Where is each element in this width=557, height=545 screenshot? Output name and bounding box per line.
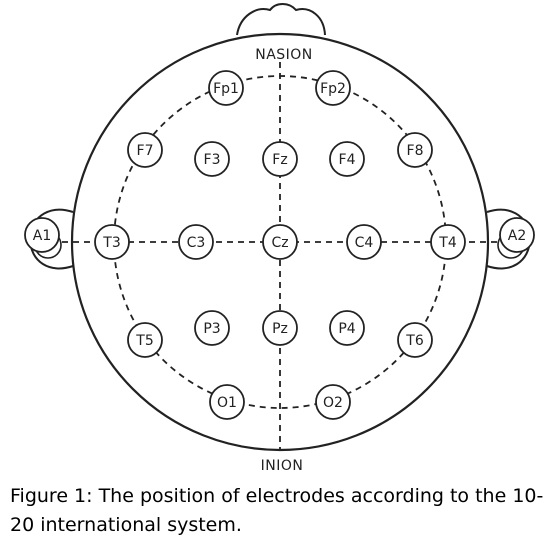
- electrode-t4: T4: [430, 224, 466, 260]
- electrode-fz: Fz: [262, 141, 298, 177]
- electrode-t5: T5: [127, 322, 163, 358]
- electrode-circle: [127, 322, 163, 358]
- electrode-circle: [24, 217, 60, 253]
- electrode-label: P3: [203, 321, 220, 337]
- electrode-fp1: Fp1: [208, 70, 244, 106]
- nasion-label: NASION: [255, 47, 313, 63]
- electrode-circle: [262, 224, 298, 260]
- electrode-o2: O2: [315, 384, 351, 420]
- electrode-circle: [262, 310, 298, 346]
- electrode-label: Fz: [272, 152, 287, 168]
- inion-label: INION: [261, 458, 304, 474]
- electrode-label: Fp2: [320, 81, 346, 97]
- electrode-label: T5: [135, 333, 153, 349]
- electrode-t6: T6: [397, 322, 433, 358]
- electrode-circle: [127, 132, 163, 168]
- electrode-circle: [194, 141, 230, 177]
- electrode-p3: P3: [194, 310, 230, 346]
- electrode-circle: [329, 310, 365, 346]
- electrode-circle: [208, 70, 244, 106]
- electrode-label: Fp1: [213, 81, 239, 97]
- electrode-fp2: Fp2: [315, 70, 351, 106]
- electrode-circle: [209, 384, 245, 420]
- electrode-circle: [194, 310, 230, 346]
- electrode-f3: F3: [194, 141, 230, 177]
- electrode-a1: A1: [24, 217, 62, 259]
- electrode-label: C3: [187, 235, 206, 251]
- electrode-circle: [178, 224, 214, 260]
- electrode-label: P4: [338, 321, 355, 337]
- electrode-label: F8: [407, 143, 424, 159]
- electrode-o1: O1: [209, 384, 245, 420]
- electrode-label: O1: [217, 395, 237, 411]
- electrode-p4: P4: [329, 310, 365, 346]
- electrode-a2: A2: [497, 217, 535, 259]
- electrode-circle: [499, 217, 535, 253]
- electrode-circle: [397, 132, 433, 168]
- electrode-circle: [315, 70, 351, 106]
- electrode-label: O2: [323, 395, 343, 411]
- electrode-f4: F4: [329, 141, 365, 177]
- electrode-label: T3: [102, 235, 120, 251]
- electrode-circle: [94, 224, 130, 260]
- electrode-label: F3: [204, 152, 221, 168]
- electrode-circle: [262, 141, 298, 177]
- electrode-c3: C3: [178, 224, 214, 260]
- electrode-label: A1: [33, 228, 51, 244]
- electrode-label: T4: [438, 235, 457, 251]
- electrode-cz: Cz: [262, 224, 298, 260]
- electrode-label: F7: [137, 143, 154, 159]
- electrode-label: C4: [355, 235, 374, 251]
- electrode-t3: T3: [94, 224, 130, 260]
- electrode-circle: [346, 224, 382, 260]
- electrode-label: T6: [405, 333, 424, 349]
- nose-outline: [236, 3, 326, 36]
- electrode-circle: [397, 322, 433, 358]
- electrode-label: F4: [339, 152, 356, 168]
- electrode-circle: [315, 384, 351, 420]
- electrode-label: Cz: [271, 235, 288, 251]
- electrode-f7: F7: [127, 132, 163, 168]
- figure-caption: Figure 1: The position of electrodes acc…: [10, 485, 544, 536]
- electrode-pz: Pz: [262, 310, 298, 346]
- electrode-label: A2: [508, 228, 526, 244]
- electrode-circle: [430, 224, 466, 260]
- electrode-c4: C4: [346, 224, 382, 260]
- electrode-f8: F8: [397, 132, 433, 168]
- electrode-label: Pz: [272, 321, 288, 337]
- electrode-circle: [329, 141, 365, 177]
